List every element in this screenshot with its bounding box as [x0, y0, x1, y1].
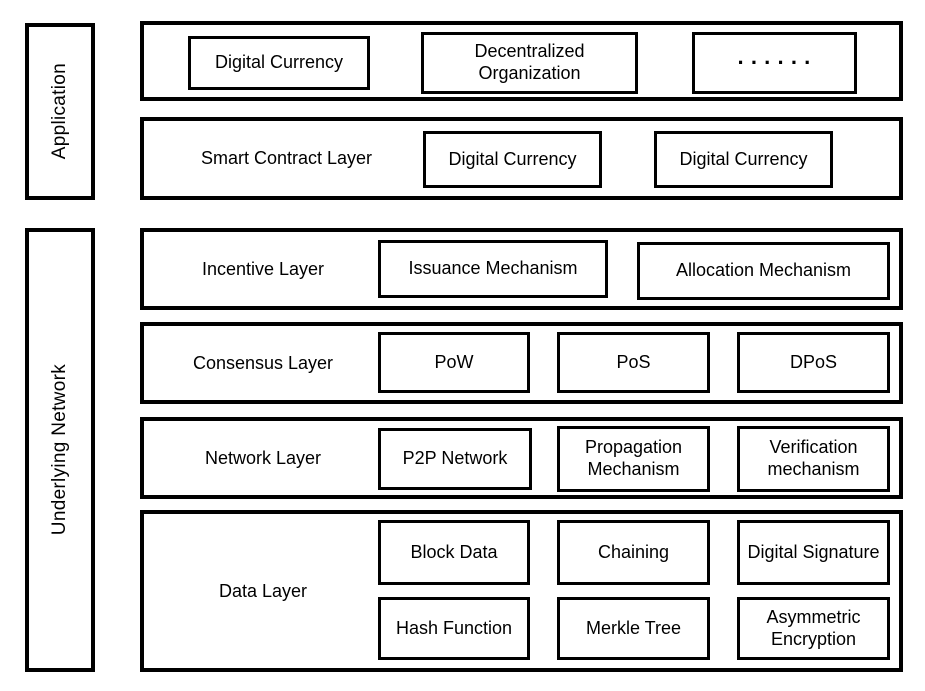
smart-contract-layer-row: Smart Contract Layer Digital Currency Di…	[140, 117, 903, 200]
box-digital-signature: Digital Signature	[737, 520, 890, 585]
network-layer-row: Network Layer P2P Network Propagation Me…	[140, 417, 903, 499]
incentive-layer-label: Incentive Layer	[201, 258, 325, 279]
box-verification-mechanism: Verification mechanism	[737, 426, 890, 492]
box-asymmetric-encryption: Asymmetric Encryption	[737, 597, 890, 660]
box-digital-currency-contract-2: Digital Currency	[654, 131, 833, 188]
box-decentralized-organization: Decentralized Organization	[421, 32, 638, 94]
box-p2p-network: P2P Network	[378, 428, 532, 490]
box-digital-currency-contract-1: Digital Currency	[423, 131, 602, 188]
box-chaining: Chaining	[557, 520, 710, 585]
box-dpos: DPoS	[737, 332, 890, 393]
box-merkle-tree: Merkle Tree	[557, 597, 710, 660]
incentive-layer-row: Incentive Layer Issuance Mechanism Alloc…	[140, 228, 903, 310]
box-pos: PoS	[557, 332, 710, 393]
network-layer-label: Network Layer	[204, 447, 322, 468]
data-layer-label: Data Layer	[218, 580, 308, 601]
data-layer-row: Data Layer Block Data Chaining Digital S…	[140, 510, 903, 672]
box-ellipsis-more-applications: ······	[692, 32, 857, 94]
box-block-data: Block Data	[378, 520, 530, 585]
application-section-label: Application	[49, 63, 70, 160]
box-issuance-mechanism: Issuance Mechanism	[378, 240, 608, 298]
box-allocation-mechanism: Allocation Mechanism	[637, 242, 890, 300]
underlying-network-section-box: Underlying Network	[25, 228, 95, 672]
box-digital-currency: Digital Currency	[188, 36, 370, 90]
consensus-layer-row: Consensus Layer PoW PoS DPoS	[140, 322, 903, 404]
box-pow: PoW	[378, 332, 530, 393]
box-propagation-mechanism: Propagation Mechanism	[557, 426, 710, 492]
application-examples-row: Digital Currency Decentralized Organizat…	[140, 21, 903, 101]
application-section-box: Application	[25, 23, 95, 200]
consensus-layer-label: Consensus Layer	[192, 352, 334, 373]
smart-contract-layer-label: Smart Contract Layer	[200, 148, 373, 168]
underlying-network-section-label: Underlying Network	[49, 364, 70, 536]
box-hash-function: Hash Function	[378, 597, 530, 660]
